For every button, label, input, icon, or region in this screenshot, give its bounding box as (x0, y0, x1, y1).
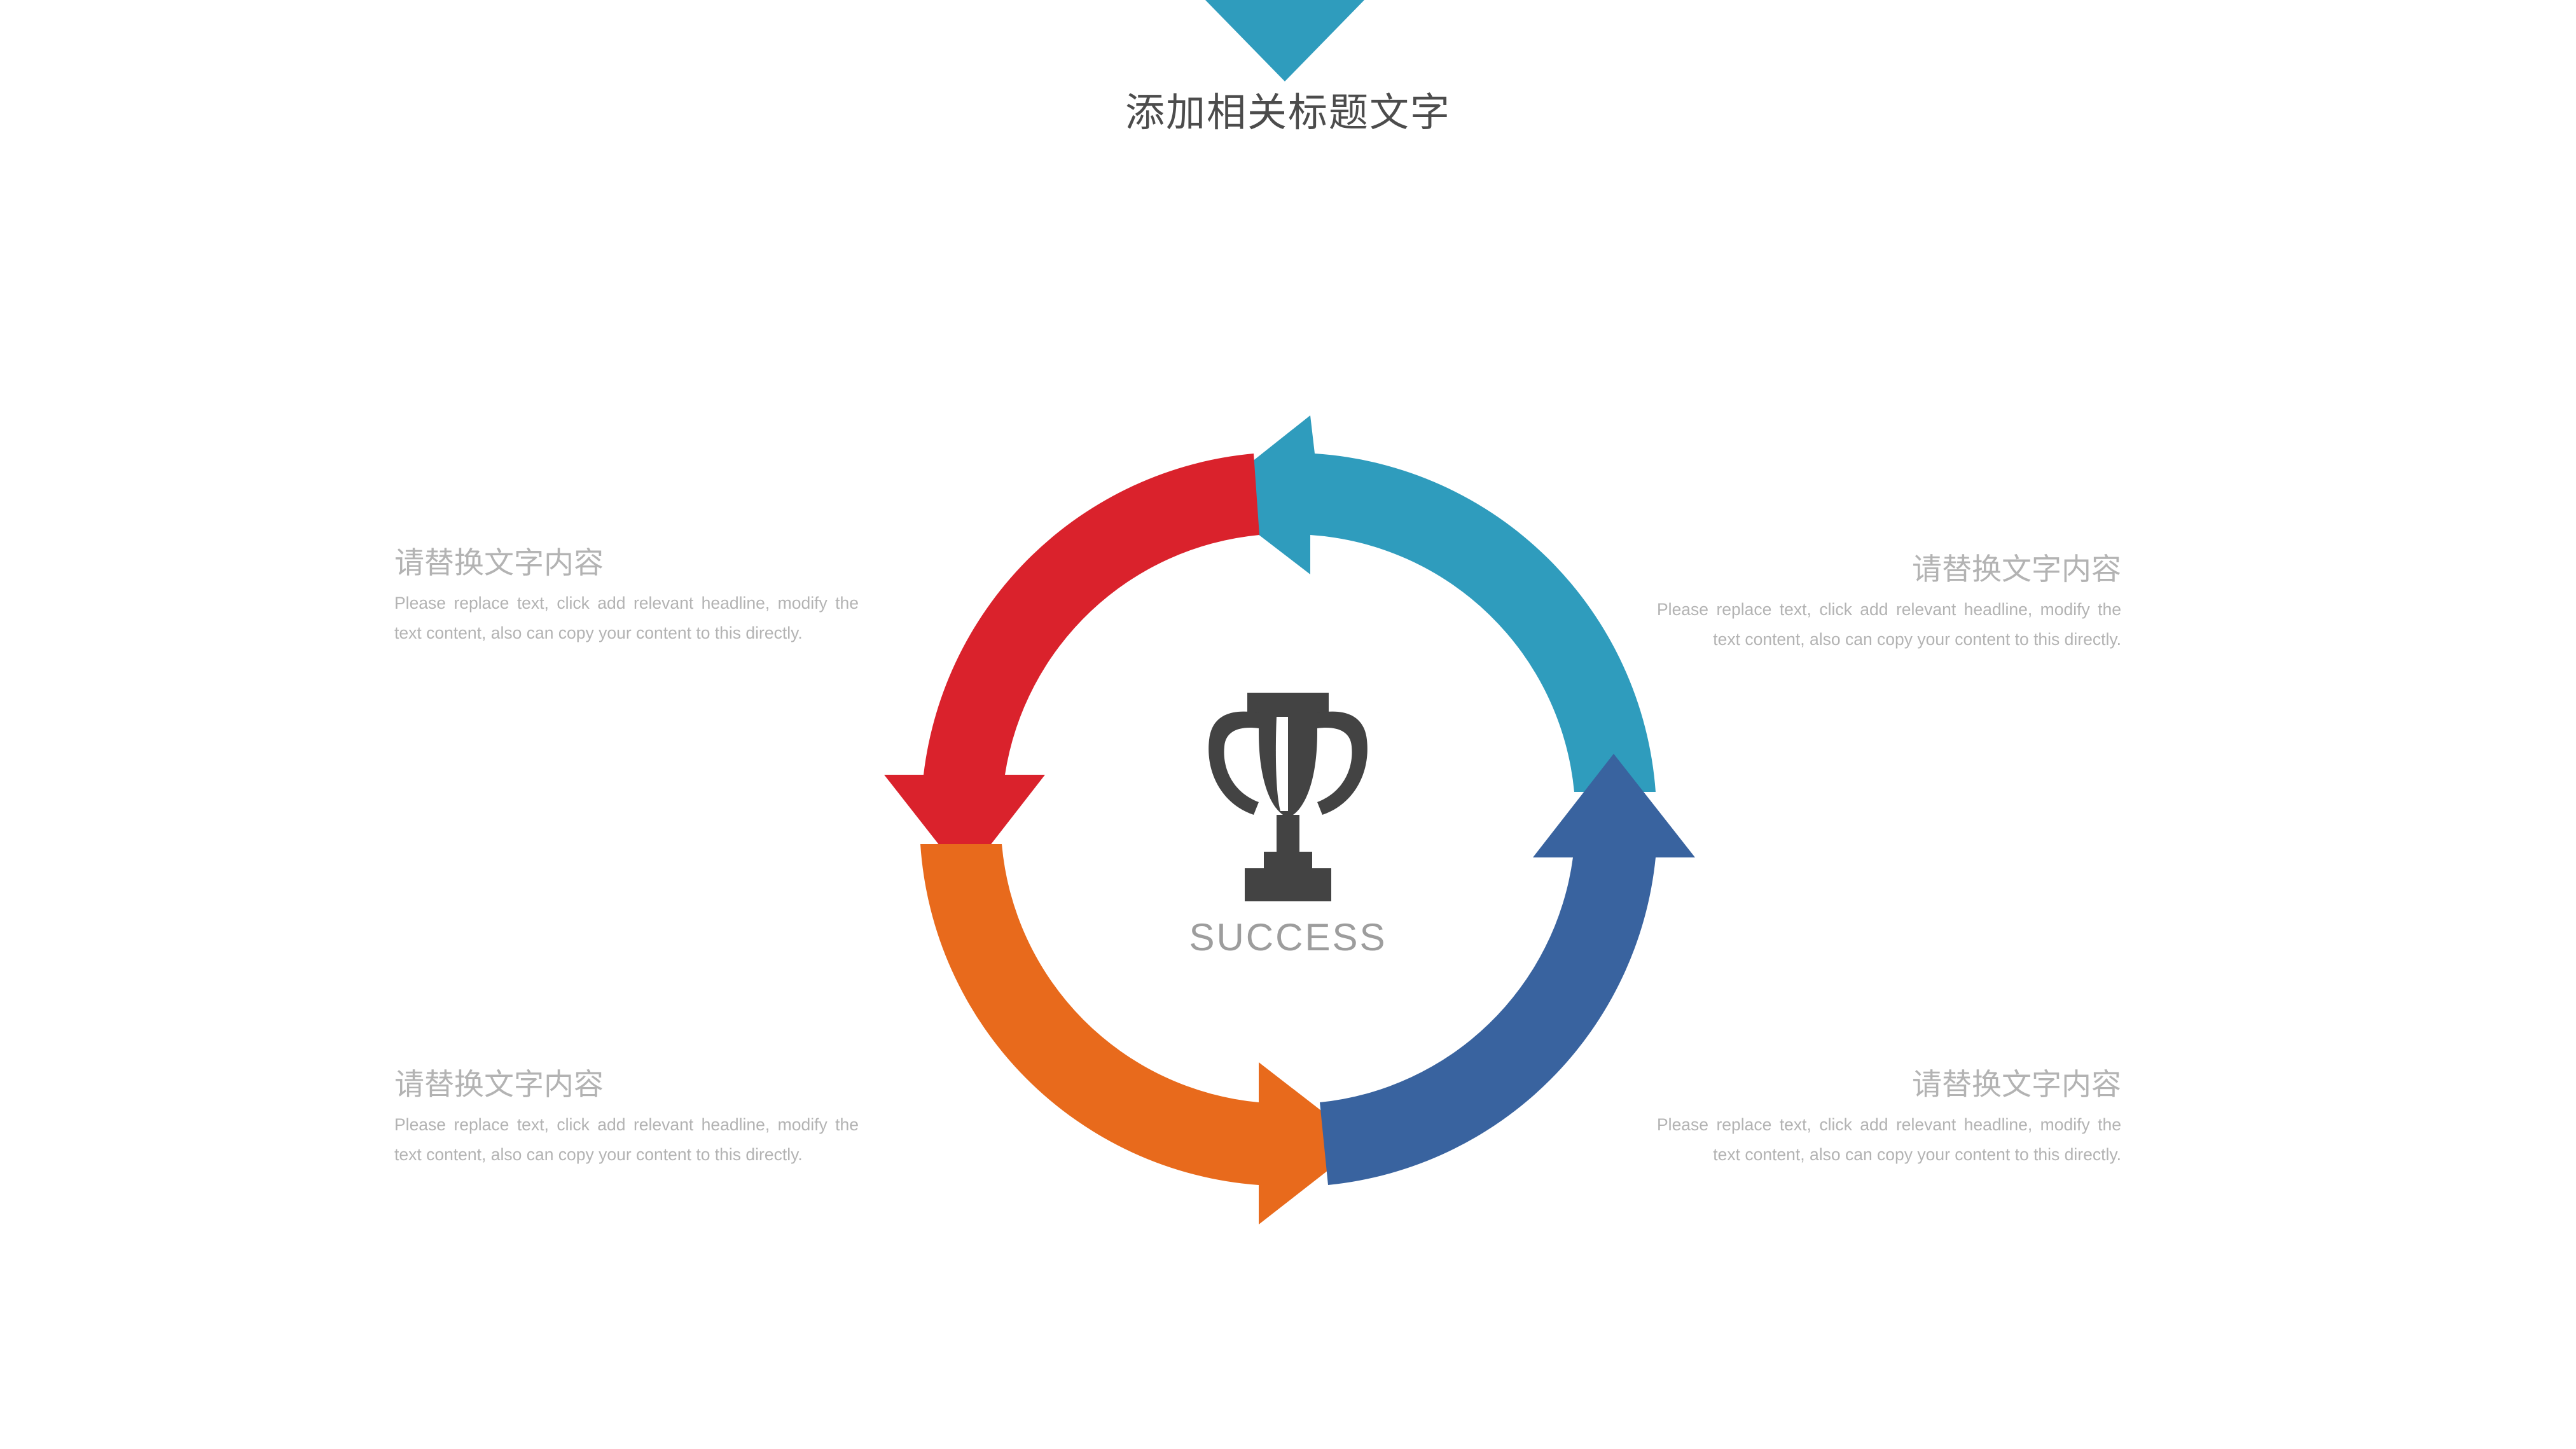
block-body: Please replace text, click add relevant … (1657, 600, 2121, 649)
block-body: Please replace text, click add relevant … (394, 593, 859, 642)
text-block-bottom-right[interactable]: 请替换文字内容 Please replace text, click add r… (1657, 1065, 2121, 1170)
block-body: Please replace text, click add relevant … (394, 1115, 859, 1164)
page-title: 添加相关标题文字 (1125, 91, 1451, 135)
block-heading: 请替换文字内容 (394, 1067, 604, 1101)
text-block-bottom-left[interactable]: 请替换文字内容 Please replace text, click add r… (394, 1065, 859, 1170)
curved-arrow-teal[interactable] (1208, 415, 1656, 792)
block-heading: 请替换文字内容 (1912, 1067, 2121, 1101)
curved-arrow-orange[interactable] (920, 844, 1363, 1224)
curved-arrow-red[interactable] (884, 454, 1259, 878)
block-heading: 请替换文字内容 (394, 546, 604, 579)
block-body: Please replace text, click add relevant … (1657, 1115, 2121, 1164)
block-heading: 请替换文字内容 (1912, 552, 2121, 586)
text-block-top-left[interactable]: 请替换文字内容 Please replace text, click add r… (394, 544, 859, 648)
triangle-down-icon (1205, 0, 1364, 81)
cycle-arrow-diagram (884, 415, 1695, 1224)
trophy-icon (1208, 693, 1368, 901)
text-block-top-right[interactable]: 请替换文字内容 Please replace text, click add r… (1657, 550, 2121, 655)
center-group: SUCCESS (1129, 690, 1447, 960)
success-label: SUCCESS (1189, 916, 1387, 959)
curved-arrow-blue[interactable] (1320, 754, 1695, 1185)
